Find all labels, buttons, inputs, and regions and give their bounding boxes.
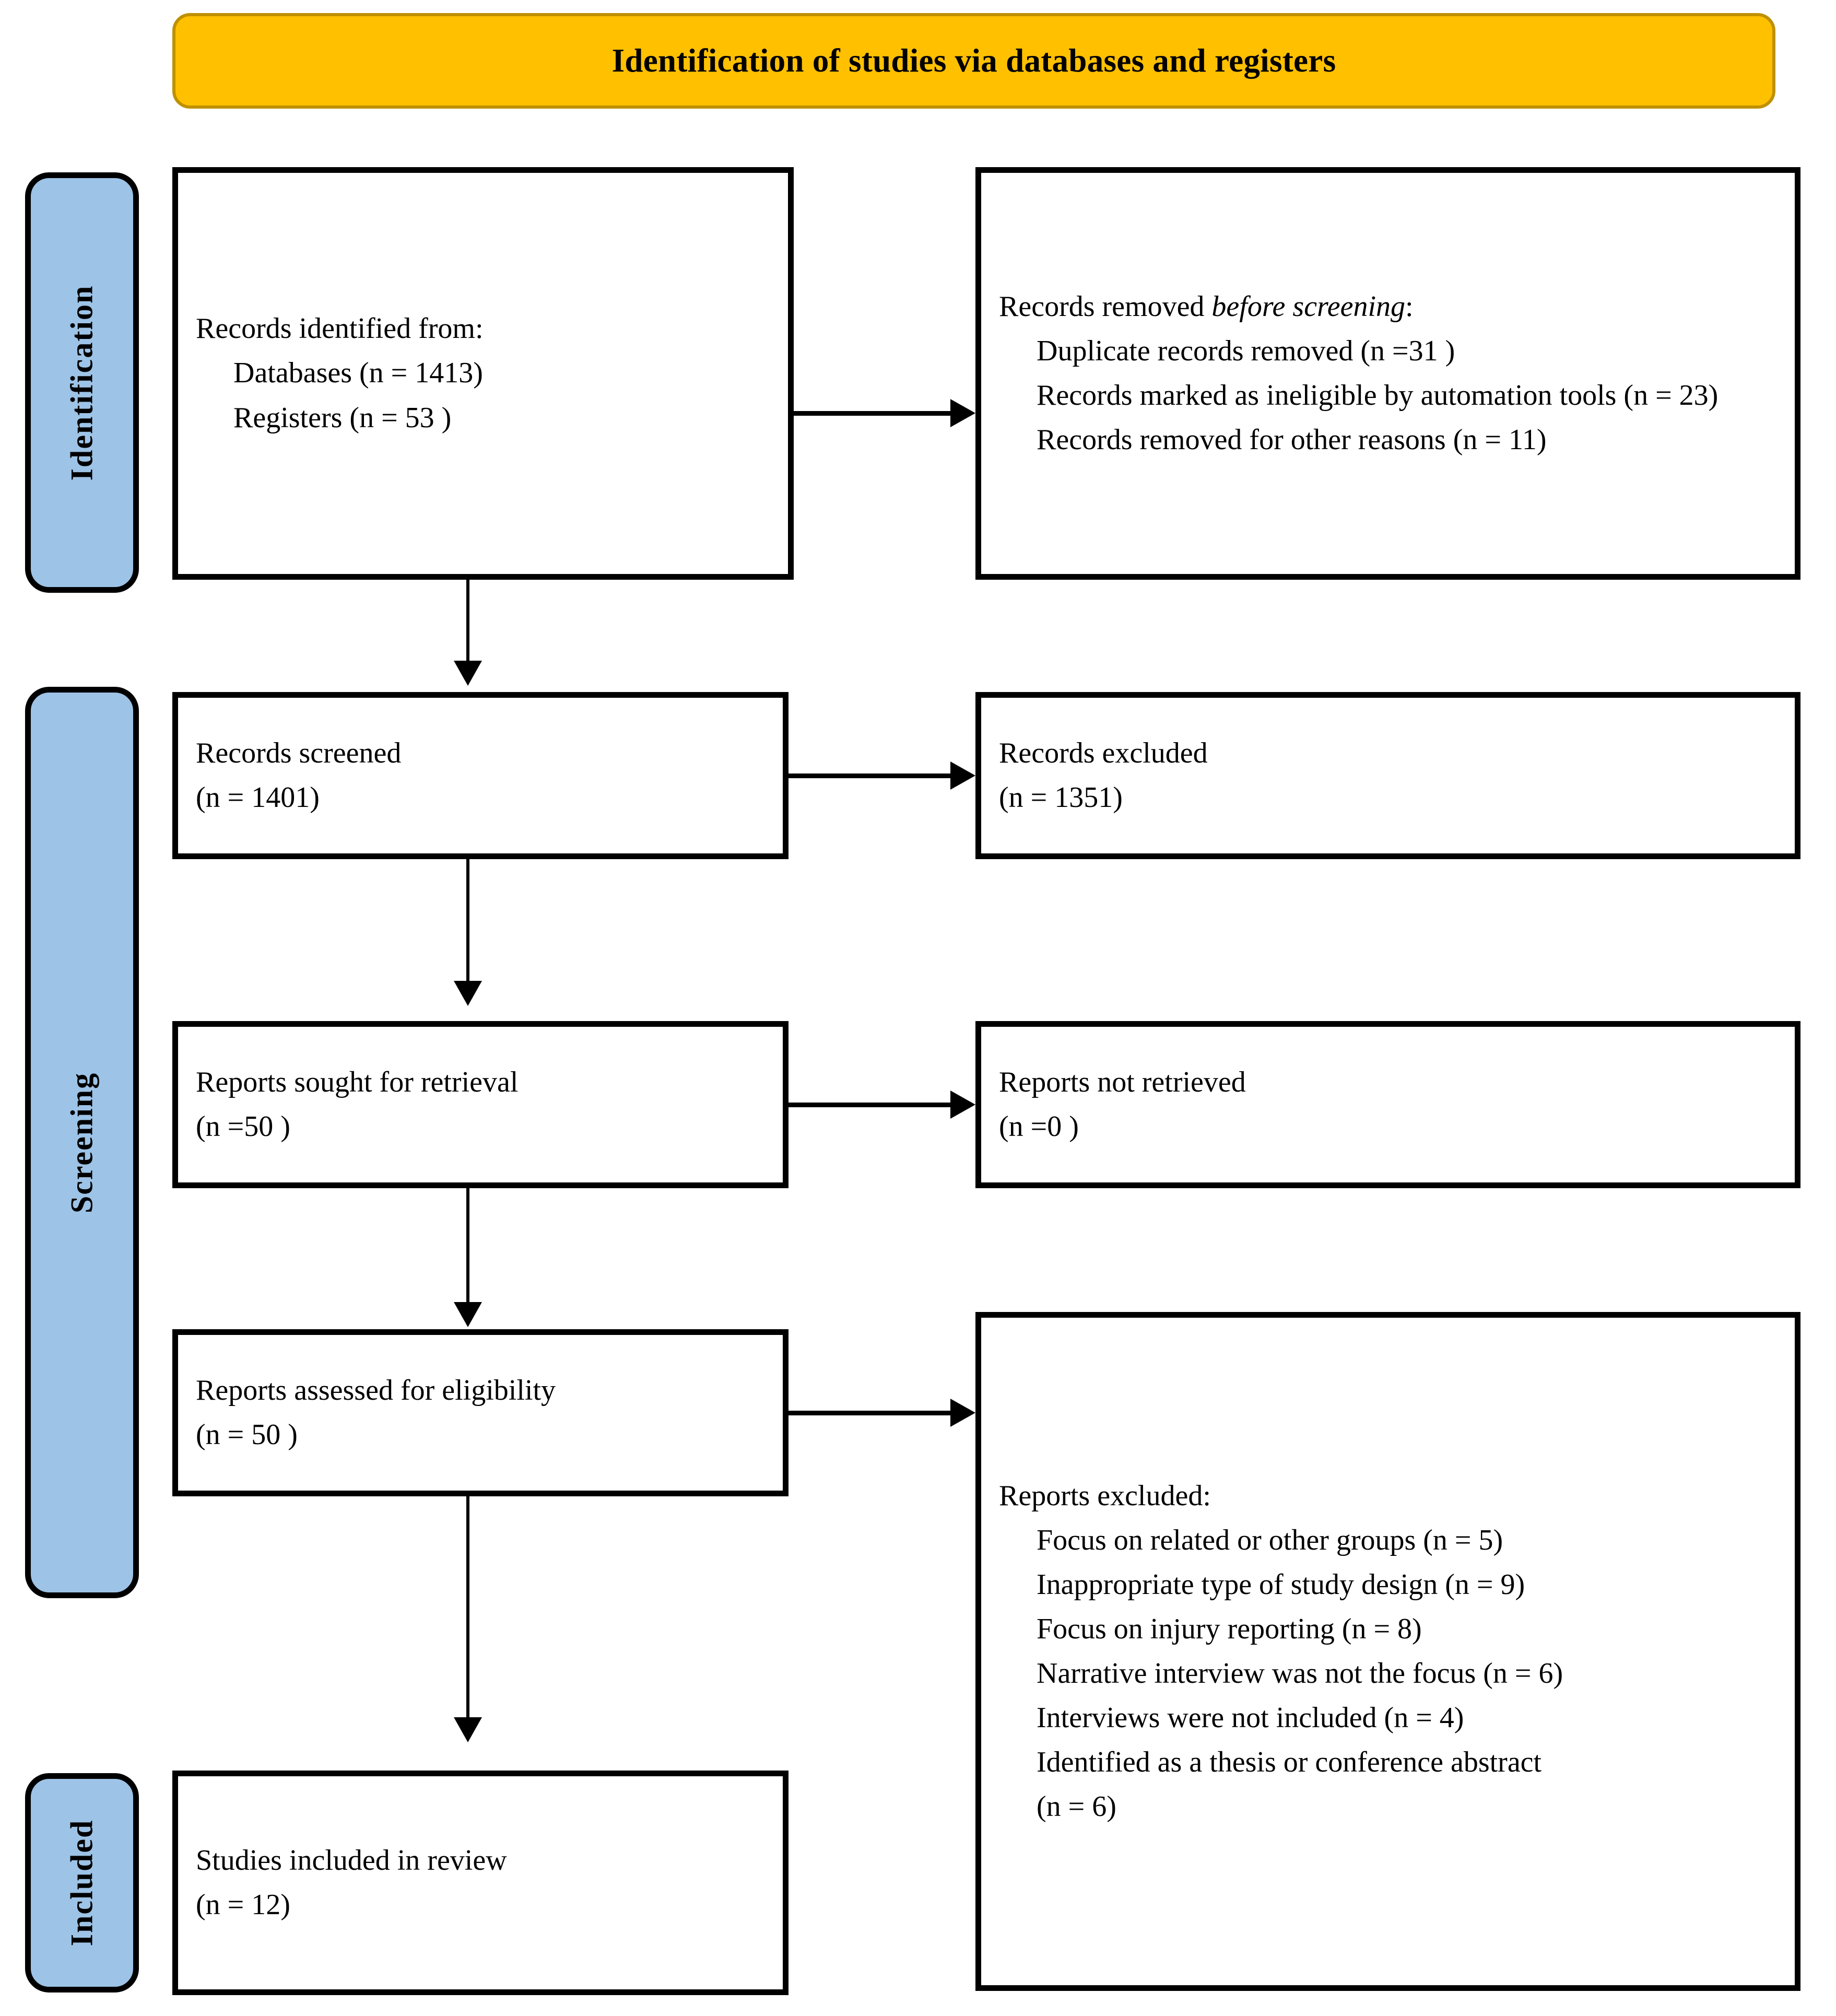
reports-excluded-reason: Inappropriate type of study design (n = … bbox=[1037, 1568, 1525, 1601]
records-identified-title: Records identified from: bbox=[196, 312, 484, 345]
records-identified-registers: Registers (n = 53 ) bbox=[233, 401, 452, 434]
stage-label-identification-text: Identification bbox=[64, 285, 99, 480]
box-reports-sought-for-retrieval: Reports sought for retrieval (n =50 ) bbox=[172, 1021, 788, 1188]
box-records-removed-before-screening: Records removed before screening: Duplic… bbox=[975, 167, 1800, 580]
reports-sought-title: Reports sought for retrieval bbox=[196, 1065, 519, 1098]
stage-label-screening: Screening bbox=[25, 687, 139, 1598]
reports-excluded-reason: Narrative interview was not the focus (n… bbox=[1037, 1657, 1563, 1690]
studies-included-count: (n = 12) bbox=[196, 1889, 290, 1921]
reports-assessed-title: Reports assessed for eligibility bbox=[196, 1374, 556, 1406]
arrow-head-icon bbox=[454, 981, 482, 1006]
reports-excluded-reason-count: (n = 6) bbox=[1037, 1790, 1116, 1823]
reports-not-retrieved-title: Reports not retrieved bbox=[999, 1065, 1246, 1098]
records-screened-count: (n = 1401) bbox=[196, 781, 320, 814]
box-records-screened: Records screened (n = 1401) bbox=[172, 692, 788, 859]
records-removed-automation: Records marked as ineligible by automati… bbox=[1037, 379, 1719, 412]
box-reports-excluded: Reports excluded: Focus on related or ot… bbox=[975, 1312, 1800, 1991]
records-removed-duplicates: Duplicate records removed (n =31 ) bbox=[1037, 334, 1455, 367]
reports-sought-count: (n =50 ) bbox=[196, 1110, 290, 1143]
box-studies-included-in-review: Studies included in review (n = 12) bbox=[172, 1771, 788, 1995]
arrow-head-icon bbox=[950, 1399, 975, 1427]
connector-line bbox=[788, 773, 966, 778]
records-excluded-title: Records excluded bbox=[999, 736, 1208, 769]
stage-label-screening-text: Screening bbox=[64, 1072, 99, 1213]
arrow-head-icon bbox=[454, 661, 482, 686]
box-records-excluded: Records excluded (n = 1351) bbox=[975, 692, 1800, 859]
reports-assessed-count: (n = 50 ) bbox=[196, 1419, 298, 1451]
reports-excluded-reason: Identified as a thesis or conference abs… bbox=[1037, 1746, 1542, 1779]
connector-line bbox=[466, 1188, 469, 1308]
stage-label-included: Included bbox=[25, 1773, 139, 1992]
connector-line bbox=[788, 1411, 966, 1415]
connector-line bbox=[788, 1103, 966, 1107]
diagram-title: Identification of studies via databases … bbox=[611, 42, 1336, 79]
box-reports-assessed-for-eligibility: Reports assessed for eligibility (n = 50… bbox=[172, 1329, 788, 1496]
arrow-head-icon bbox=[454, 1717, 482, 1742]
studies-included-title: Studies included in review bbox=[196, 1844, 507, 1877]
connector-line bbox=[794, 411, 966, 416]
stage-label-identification: Identification bbox=[25, 172, 139, 593]
reports-excluded-reason: Focus on related or other groups (n = 5) bbox=[1037, 1523, 1503, 1556]
reports-not-retrieved-count: (n =0 ) bbox=[999, 1110, 1079, 1143]
reports-excluded-title: Reports excluded: bbox=[999, 1479, 1211, 1512]
box-reports-not-retrieved: Reports not retrieved (n =0 ) bbox=[975, 1021, 1800, 1188]
reports-excluded-reason: Focus on injury reporting (n = 8) bbox=[1037, 1612, 1422, 1645]
records-removed-title-prefix: Records removed bbox=[999, 290, 1212, 323]
arrow-head-icon bbox=[950, 1091, 975, 1119]
records-removed-title-italic: before screening bbox=[1211, 290, 1406, 323]
records-identified-databases: Databases (n = 1413) bbox=[233, 357, 483, 390]
records-removed-other: Records removed for other reasons (n = 1… bbox=[1037, 424, 1547, 456]
connector-line bbox=[466, 1496, 469, 1724]
records-removed-title: Records removed before screening: bbox=[999, 285, 1777, 329]
records-removed-title-suffix: : bbox=[1405, 290, 1414, 323]
reports-excluded-reason: Interviews were not included (n = 4) bbox=[1037, 1702, 1464, 1734]
records-excluded-count: (n = 1351) bbox=[999, 781, 1123, 814]
records-screened-title: Records screened bbox=[196, 736, 402, 769]
connector-line bbox=[466, 859, 469, 987]
box-records-identified: Records identified from: Databases (n = … bbox=[172, 167, 794, 580]
arrow-head-icon bbox=[454, 1302, 482, 1327]
diagram-title-banner: Identification of studies via databases … bbox=[172, 13, 1775, 109]
connector-line bbox=[466, 580, 469, 667]
arrow-head-icon bbox=[950, 761, 975, 790]
arrow-head-icon bbox=[950, 399, 975, 427]
stage-label-included-text: Included bbox=[64, 1819, 99, 1947]
